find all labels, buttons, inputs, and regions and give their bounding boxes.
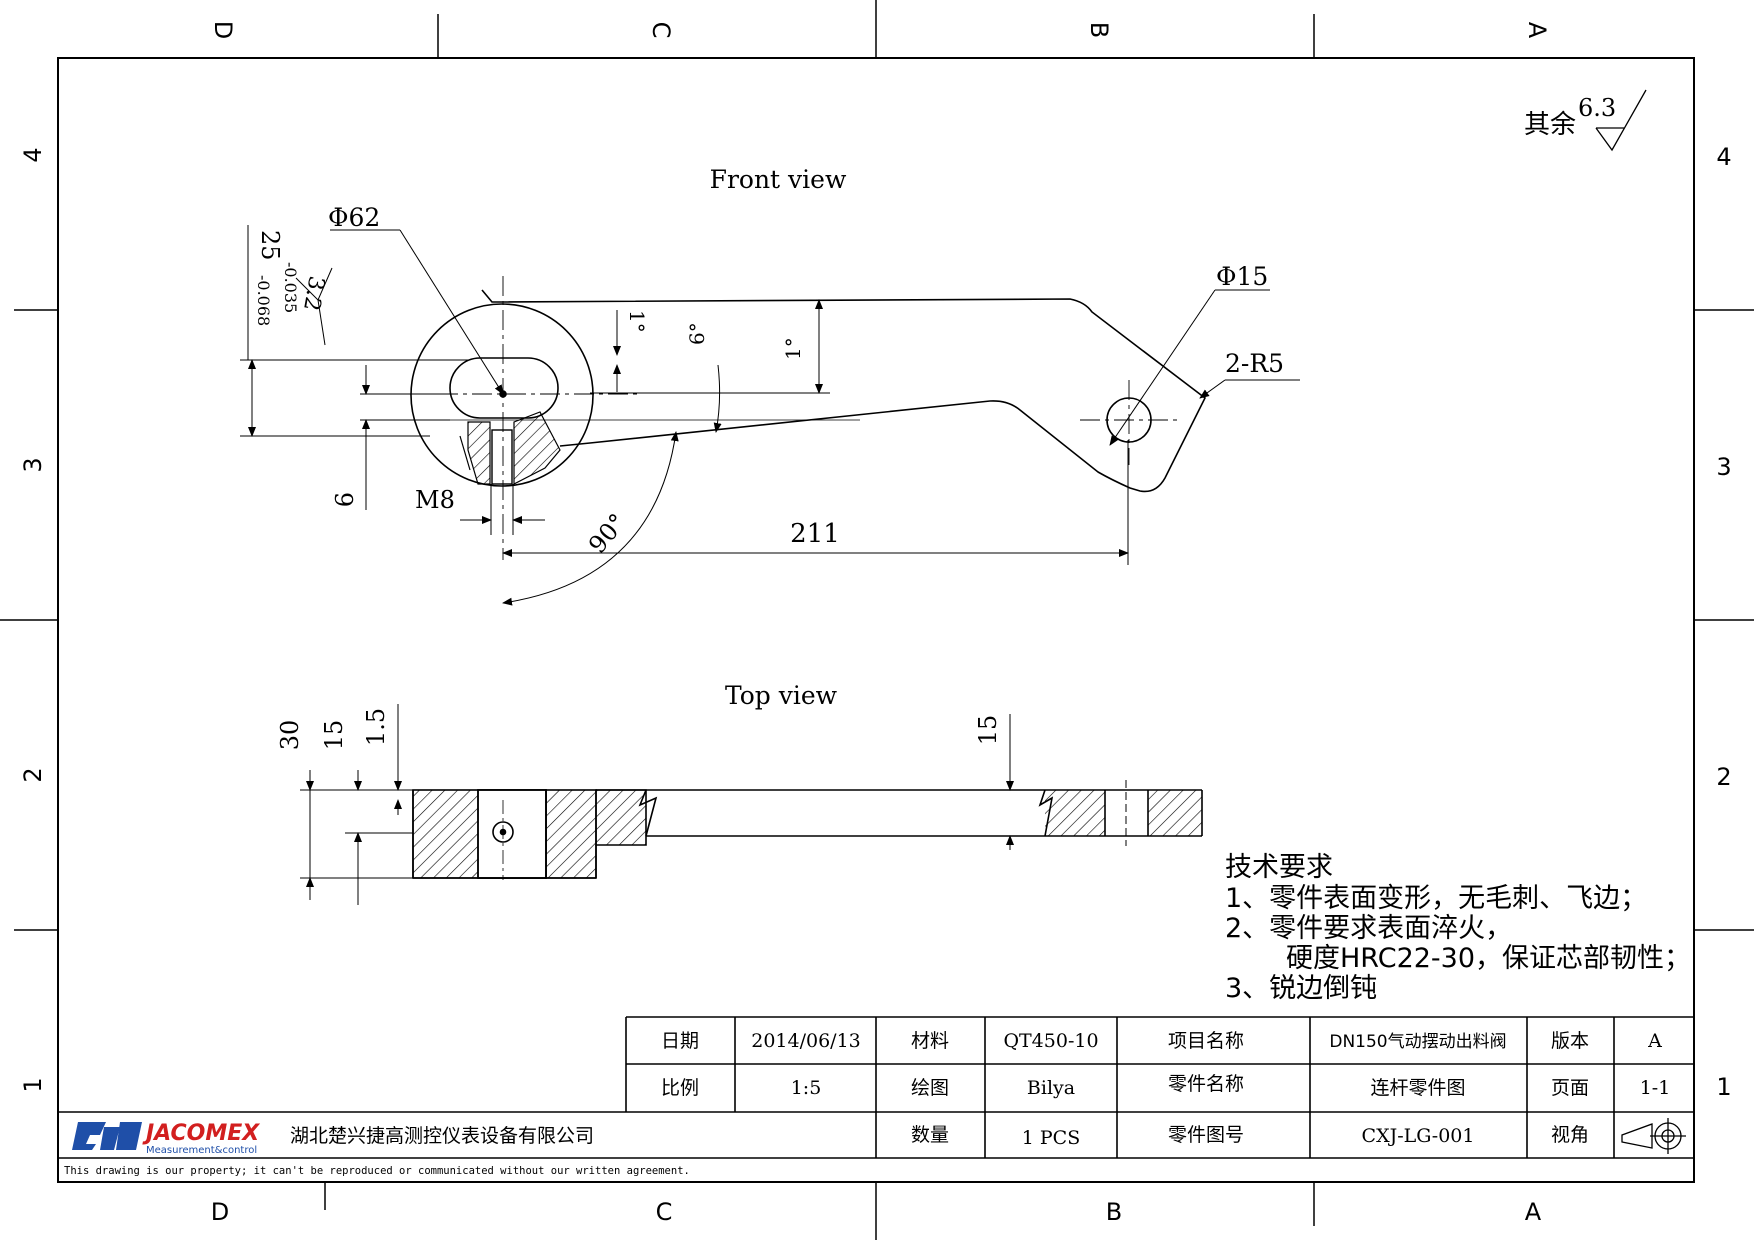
date-value: 2014/06/13	[751, 1030, 861, 1052]
surface-finish-label: 其余	[1524, 110, 1576, 140]
dim-hole-diameter: Φ15	[1216, 262, 1268, 291]
zone-top-a: A	[1523, 22, 1551, 39]
part-no-label: 零件图号	[1168, 1124, 1244, 1146]
tech-req-line-4: 3、锐边倒钝	[1225, 973, 1377, 1004]
top-view	[412, 780, 1203, 880]
zone-labels: D C B A D C B A 4 3 2 1 4 3 2 1	[19, 21, 1732, 1226]
tech-req-line-2: 2、零件要求表面淬火，	[1225, 913, 1512, 944]
zone-bottom-d: D	[211, 1198, 229, 1226]
part-name-value: 连杆零件图	[1370, 1077, 1465, 1099]
project-label: 项目名称	[1168, 1030, 1244, 1052]
qty-label: 数量	[911, 1124, 949, 1146]
tol-upper: -0.035	[281, 262, 300, 313]
zone-left-3: 3	[19, 457, 47, 472]
material-value: QT450-10	[1003, 1030, 1098, 1052]
dim-radius: 2-R5	[1225, 349, 1284, 378]
zone-right-4: 4	[1716, 143, 1731, 171]
zone-left-4: 4	[19, 147, 47, 162]
zone-bottom-a: A	[1525, 1198, 1542, 1226]
zone-right-1: 1	[1716, 1073, 1731, 1101]
zone-right-3: 3	[1716, 453, 1731, 481]
version-label: 版本	[1551, 1030, 1589, 1052]
logo-subtext: Measurement&control	[146, 1145, 257, 1156]
dim-30: 30	[276, 720, 304, 751]
material-label: 材料	[911, 1030, 949, 1052]
surface-finish-note: 其余 6.3	[1524, 89, 1647, 152]
dim-bore-diameter: Φ62	[328, 203, 380, 232]
angle-90: 90°	[583, 508, 632, 559]
zone-top-c: C	[647, 22, 675, 39]
part-name-label: 零件名称	[1168, 1073, 1244, 1095]
shaft-bore	[449, 357, 559, 419]
front-view-dimensions	[240, 225, 1300, 606]
disclaimer-text: This drawing is our property; it can't b…	[64, 1165, 690, 1177]
roughness-symbol	[1595, 89, 1647, 152]
roughness-bore: 3.2	[298, 274, 329, 313]
version-value: A	[1647, 1030, 1662, 1052]
zone-bottom-c: C	[656, 1198, 673, 1226]
drawn-value: Bilya	[1027, 1077, 1075, 1099]
front-view-title: Front view	[710, 165, 847, 194]
page-label: 页面	[1551, 1077, 1589, 1099]
zone-left-2: 2	[19, 767, 47, 782]
zone-left-1: 1	[19, 1077, 47, 1092]
set-screw-section	[467, 421, 491, 485]
scale-label: 比例	[661, 1077, 699, 1099]
dim-1-5: 1.5	[362, 708, 390, 746]
dim-15-right: 15	[974, 715, 1002, 746]
dim-9: 9	[329, 492, 357, 507]
tech-req-line-1: 1、零件表面变形，无毛刺、飞边；	[1225, 883, 1647, 914]
top-view-dimensions	[300, 704, 1014, 905]
front-view	[410, 289, 1207, 493]
zone-bottom-b: B	[1106, 1198, 1122, 1226]
dim-211: 211	[790, 519, 840, 549]
zone-right-2: 2	[1716, 763, 1731, 791]
part-no-value: CXJ-LG-001	[1362, 1125, 1475, 1147]
tech-req-heading: 技术要求	[1225, 852, 1333, 883]
zone-top-d: D	[209, 21, 237, 39]
date-label: 日期	[661, 1030, 699, 1052]
dim-keyway: 25	[256, 230, 284, 261]
top-view-labels: 30 15 1.5 15	[276, 708, 1002, 750]
angle-6: 6°	[685, 322, 709, 345]
drawn-label: 绘图	[911, 1077, 949, 1099]
logo-text: JACOMEX	[142, 1121, 260, 1146]
angle-1-right: 1°	[781, 337, 805, 360]
company-logo: JACOMEX Measurement&control	[72, 1121, 260, 1156]
view-label: 视角	[1551, 1124, 1589, 1146]
dim-15-left: 15	[320, 720, 348, 751]
company-name: 湖北楚兴捷高测控仪表设备有限公司	[290, 1125, 594, 1147]
project-value: DN150气动摆动出料阀	[1329, 1032, 1506, 1052]
qty-value: 1 PCS	[1022, 1127, 1080, 1149]
thread-label: M8	[415, 486, 455, 514]
tech-req-line-3: 硬度HRC22-30，保证芯部韧性；	[1286, 943, 1691, 974]
title-block-text: 日期 2014/06/13 材料 QT450-10 项目名称 DN150气动摆动…	[661, 1030, 1670, 1149]
logo-mark-icon	[72, 1122, 106, 1150]
page-value: 1-1	[1640, 1077, 1671, 1099]
tech-requirements: 技术要求 1、零件表面变形，无毛刺、飞边； 2、零件要求表面淬火， 硬度HRC2…	[1225, 852, 1691, 1004]
zone-top-b: B	[1085, 22, 1113, 38]
boss-circle	[410, 303, 594, 487]
projection-symbol-icon	[1621, 1118, 1686, 1154]
front-view-labels: Φ62 Φ15 2-R5 25 -0.035 -0.068 3.2 1° 6° …	[254, 203, 1284, 559]
scale-value: 1:5	[791, 1077, 822, 1099]
tol-lower: -0.068	[254, 275, 273, 326]
lever-outline	[481, 289, 1207, 493]
angle-1-left: 1°	[625, 310, 649, 333]
top-view-title: Top view	[725, 681, 838, 710]
title-block	[58, 1016, 1694, 1159]
surface-finish-value: 6.3	[1578, 94, 1616, 122]
